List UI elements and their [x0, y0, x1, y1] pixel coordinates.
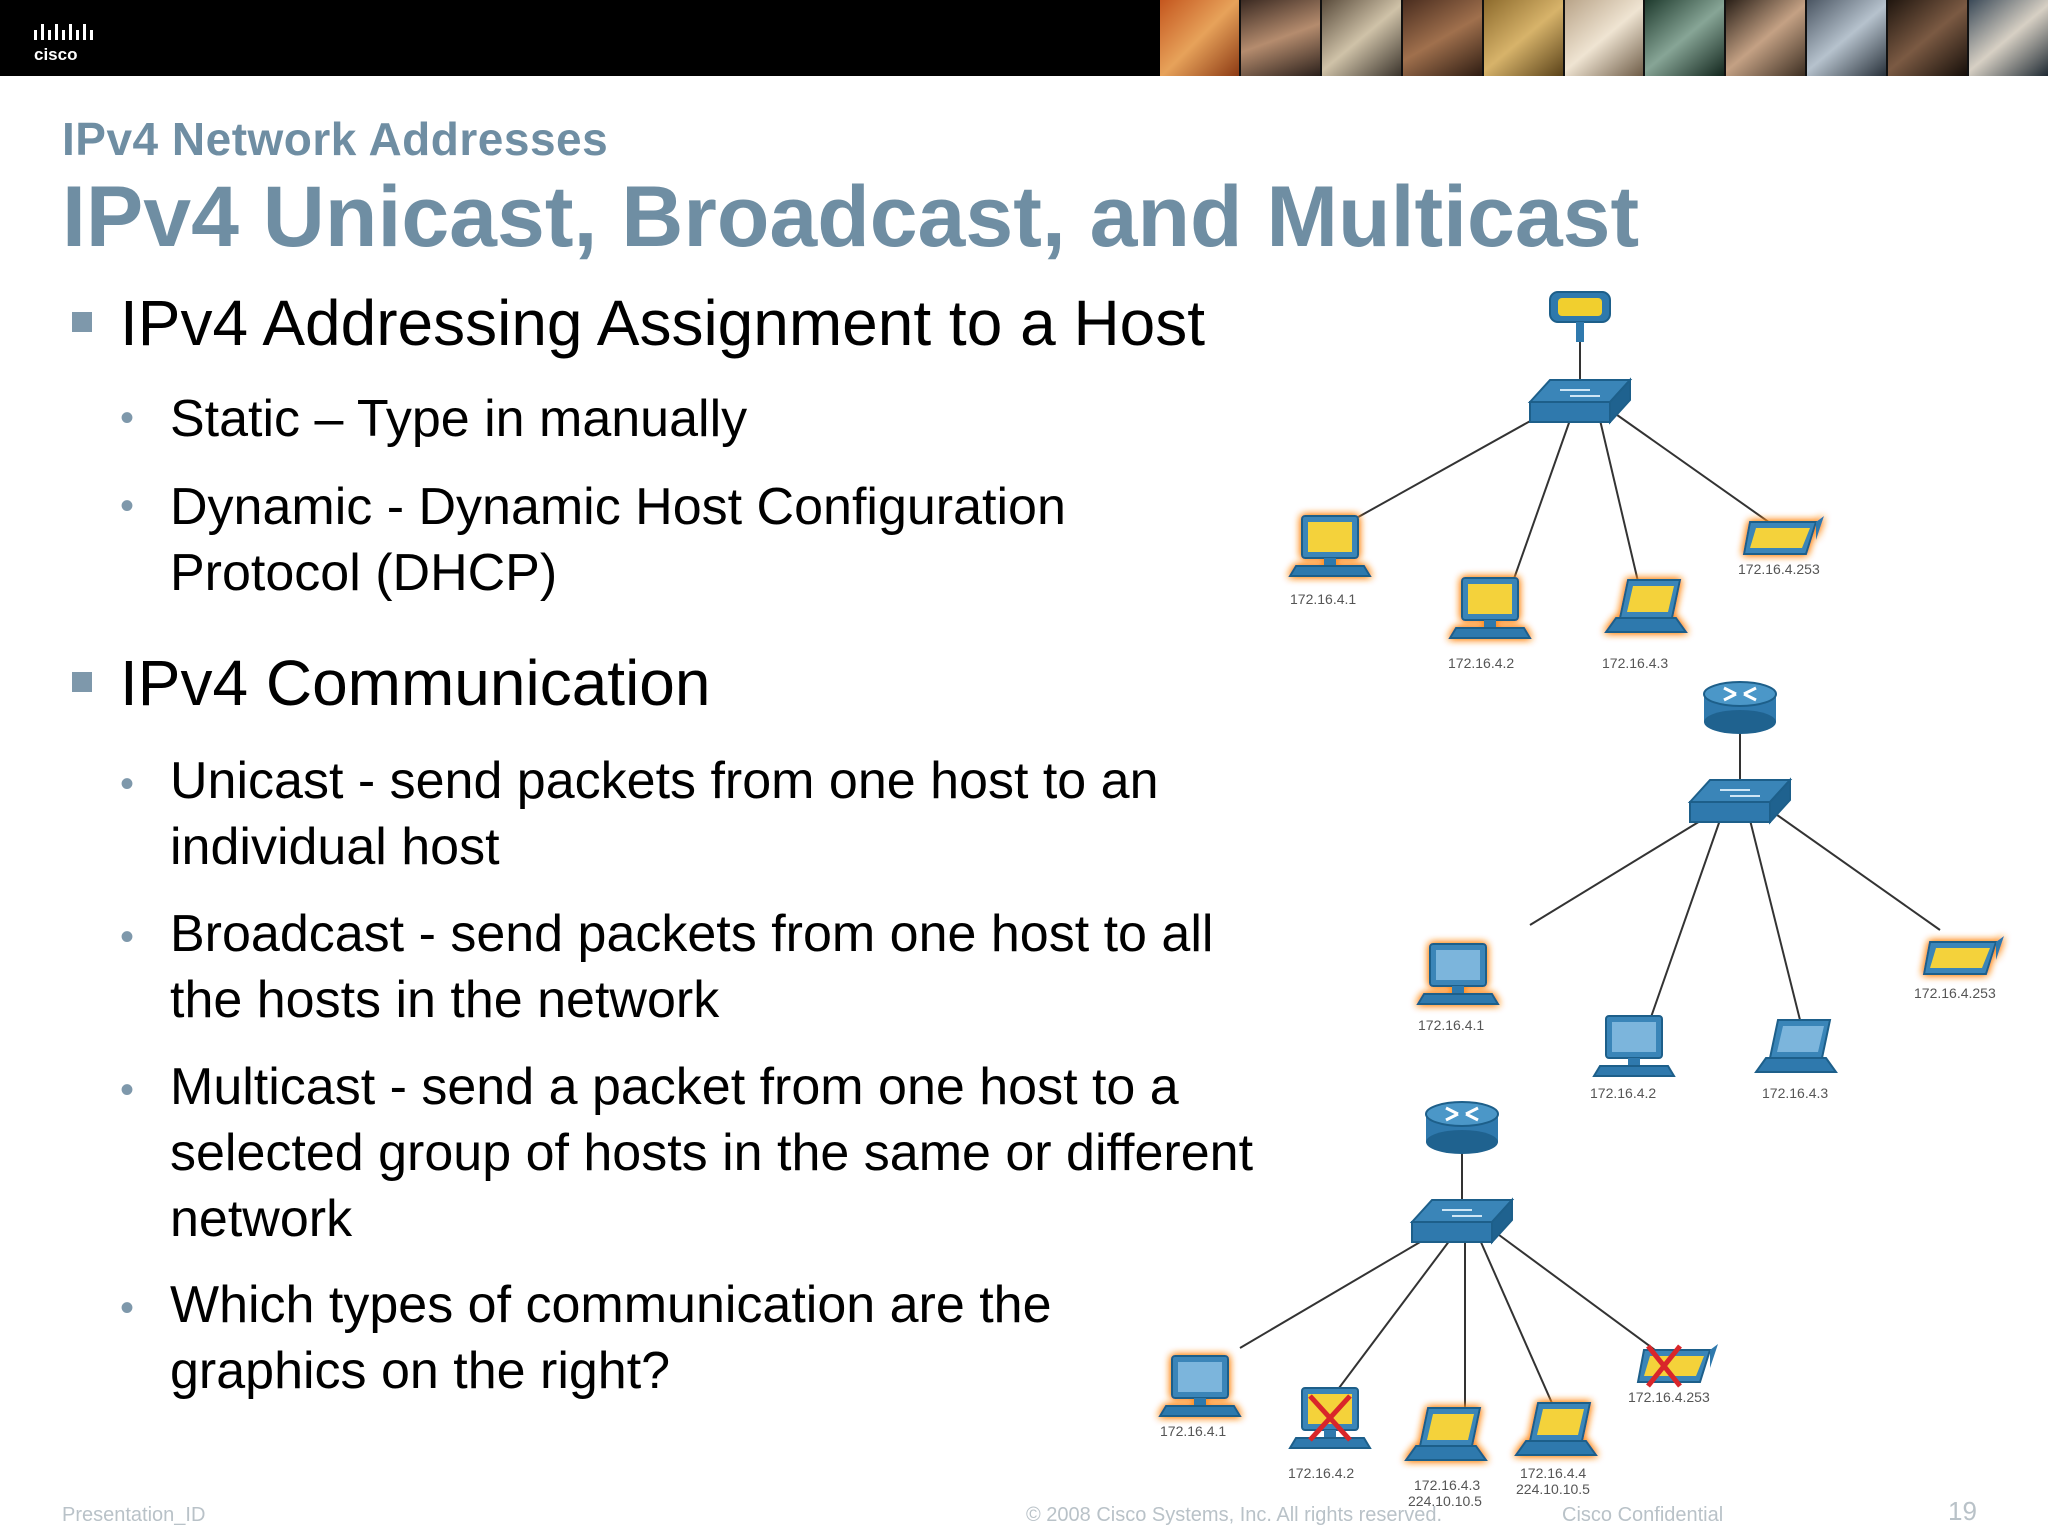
bullet-square: [72, 672, 92, 692]
svg-text:cisco: cisco: [34, 45, 77, 64]
ip-label: 224.10.10.5: [1516, 1481, 1590, 1497]
pc-icon: [1593, 1015, 1675, 1077]
laptop-icon: [1605, 579, 1687, 633]
ip-label: 172.16.4.2: [1448, 655, 1514, 671]
pc-icon: [1159, 1355, 1241, 1417]
ip-label: 172.16.4.3: [1602, 655, 1668, 671]
bullet-dot: •: [120, 1286, 135, 1330]
bullet-dot: •: [120, 762, 135, 806]
pc-icon: [1417, 943, 1499, 1005]
section-heading: IPv4 Communication: [120, 647, 711, 719]
ip-label: 172.16.4.1: [1160, 1423, 1226, 1439]
header-photo-strip: [1160, 0, 2048, 76]
ip-label: 172.16.4.253: [1738, 561, 1820, 577]
ip-label: 172.16.4.1: [1418, 1017, 1484, 1033]
unicast-diagram: 172.16.4.1 172.16.4.2 172.16.4.3 172.16.…: [1289, 291, 1825, 671]
pc-icon: [1289, 515, 1371, 577]
list-item: Unicast - send packets from one host to …: [170, 752, 1159, 876]
ip-label: 172.16.4.2: [1590, 1085, 1656, 1101]
footer-copyright: © 2008 Cisco Systems, Inc. All rights re…: [1026, 1504, 1443, 1526]
laptop-icon: [1755, 1019, 1837, 1073]
slide-subtitle: IPv4 Network Addresses: [62, 113, 609, 165]
cisco-logo: cisco: [34, 24, 93, 64]
slide-title: IPv4 Unicast, Broadcast, and Multicast: [62, 169, 1640, 265]
ip-label: 172.16.4.4: [1520, 1465, 1586, 1481]
ip-label: 224.10.10.5: [1408, 1493, 1482, 1509]
section-heading: IPv4 Addressing Assignment to a Host: [120, 287, 1206, 359]
ip-label: 172.16.4.253: [1628, 1389, 1710, 1405]
list-item: Static – Type in manually: [170, 390, 748, 448]
server-icon: [1549, 291, 1611, 343]
tablet-icon: [1743, 515, 1825, 555]
list-item: Which types of communication are the gra…: [170, 1276, 1052, 1400]
bullet-dot: •: [120, 484, 135, 528]
ip-label: 172.16.4.2: [1288, 1465, 1354, 1481]
list-item: Dynamic - Dynamic Host Configuration Pro…: [170, 478, 1066, 602]
bullet-dot: •: [120, 1068, 135, 1112]
list-item: Multicast - send a packet from one host …: [170, 1058, 1254, 1248]
switch-icon: [1689, 779, 1791, 823]
blocked-x-icon: [1646, 1344, 1682, 1388]
header-bar: cisco: [0, 0, 2048, 76]
ip-label: 172.16.4.253: [1914, 985, 1996, 1001]
router-icon: [1702, 680, 1778, 736]
tablet-icon: [1923, 935, 2005, 975]
ip-label: 172.16.4.3: [1414, 1477, 1480, 1493]
blocked-x-icon: [1308, 1394, 1352, 1442]
bullet-dot: •: [120, 915, 135, 959]
ip-label: 172.16.4.3: [1762, 1085, 1828, 1101]
list-item: Broadcast - send packets from one host t…: [170, 905, 1214, 1029]
laptop-icon: [1405, 1407, 1487, 1461]
ip-label: 172.16.4.1: [1290, 591, 1356, 607]
router-icon: [1424, 1100, 1500, 1156]
footer-confidential: Cisco Confidential: [1562, 1504, 1724, 1526]
switch-icon: [1411, 1199, 1513, 1243]
laptop-icon: [1515, 1402, 1597, 1456]
footer-presentation-id: Presentation_ID: [62, 1504, 206, 1526]
pc-icon: [1449, 577, 1531, 639]
page-number: 19: [1948, 1496, 1977, 1526]
broadcast-diagram: 172.16.4.1 172.16.4.2 172.16.4.3 172.16.…: [1417, 680, 2005, 1101]
bullet-square: [72, 312, 92, 332]
bullet-dot: •: [120, 396, 135, 440]
switch-icon: [1529, 379, 1631, 423]
multicast-diagram: 172.16.4.1 172.16.4.2 172.16.4.3 224.10.…: [1159, 1100, 1719, 1509]
